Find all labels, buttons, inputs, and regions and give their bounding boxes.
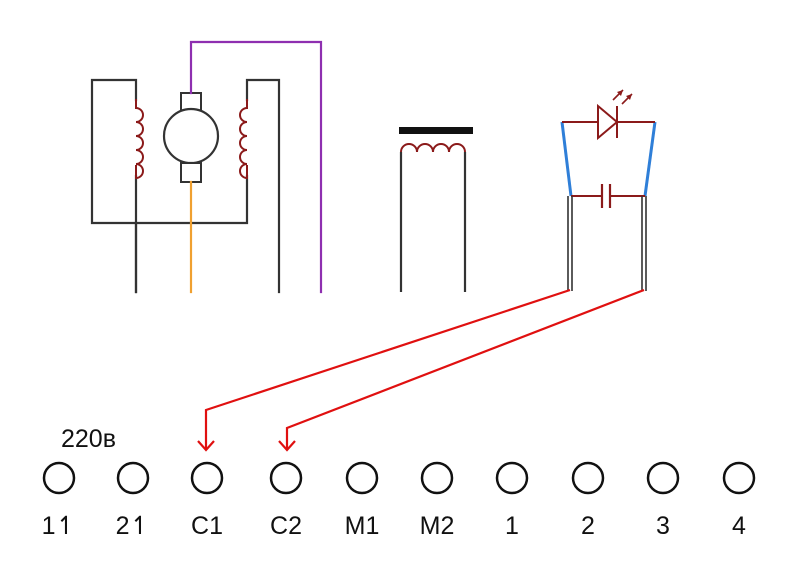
terminal-m2[interactable]: М2 bbox=[420, 461, 455, 540]
choke-core bbox=[399, 127, 473, 134]
supply-voltage-label: 220в bbox=[61, 425, 116, 453]
choke-coil-icon bbox=[400, 143, 466, 153]
left-field-bracket bbox=[90, 78, 138, 294]
arrow-to-c2 bbox=[285, 288, 645, 450]
frame-bottom bbox=[134, 174, 249, 225]
choke-leads bbox=[399, 152, 467, 292]
terminal-label: М2 bbox=[420, 512, 455, 540]
arrowhead-c2 bbox=[278, 440, 296, 452]
terminal-strip: 1↿ 2↿ С1 С2 М1 М2 1 2 bbox=[42, 461, 756, 540]
connection-arrows bbox=[197, 288, 645, 452]
terminal-label: 2 bbox=[581, 512, 595, 540]
arrowhead-c1 bbox=[197, 440, 215, 452]
terminal-label: 3 bbox=[656, 512, 670, 540]
terminal-n2[interactable]: 2 bbox=[571, 461, 605, 540]
terminal-m1[interactable]: М1 bbox=[345, 461, 380, 540]
terminal-label: 4 bbox=[732, 512, 746, 540]
led-icon bbox=[597, 89, 633, 141]
indicator-lead-right bbox=[641, 196, 647, 291]
terminal-c1[interactable]: С1 bbox=[190, 461, 224, 540]
motor-icon bbox=[162, 92, 220, 183]
arrow-to-c1 bbox=[204, 288, 571, 450]
terminal-n1[interactable]: 1 bbox=[495, 461, 529, 540]
terminal-1[interactable]: 1↿ bbox=[42, 461, 77, 540]
indicator-lead-left bbox=[567, 196, 573, 291]
motor-lead bbox=[189, 40, 323, 294]
left-field-coil-icon bbox=[134, 99, 144, 180]
terminal-label: С1 bbox=[191, 512, 223, 540]
right-field-bracket bbox=[245, 78, 281, 294]
terminal-label: 1 bbox=[505, 512, 519, 540]
terminal-label: 2↿ bbox=[116, 512, 151, 540]
motor-assembly bbox=[90, 40, 323, 294]
capacitor-icon bbox=[600, 184, 612, 208]
choke-assembly bbox=[399, 127, 473, 292]
terminal-label: 1↿ bbox=[42, 512, 77, 540]
indicator-assembly bbox=[560, 89, 657, 291]
right-field-coil-icon bbox=[239, 99, 249, 180]
led-bus-right bbox=[643, 121, 657, 197]
terminal-c2[interactable]: С2 bbox=[269, 461, 303, 540]
terminal-label: С2 bbox=[270, 512, 302, 540]
led-bus-left bbox=[560, 121, 573, 197]
terminal-label: М1 bbox=[345, 512, 380, 540]
terminal-n3[interactable]: 3 bbox=[646, 461, 680, 540]
terminal-2[interactable]: 2↿ bbox=[116, 461, 151, 540]
terminal-n4[interactable]: 4 bbox=[722, 461, 756, 540]
